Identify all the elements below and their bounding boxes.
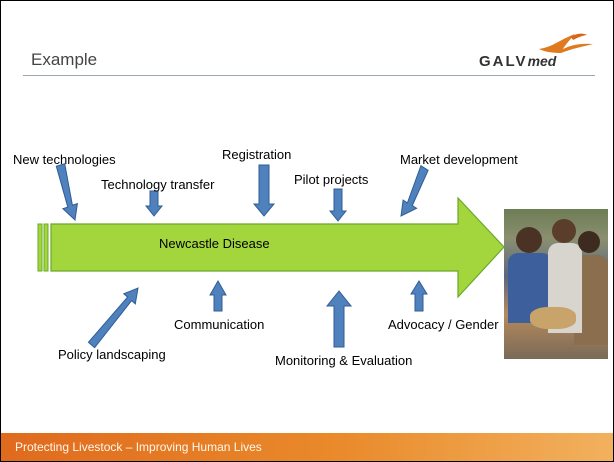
logo-text: GALVmed (479, 53, 556, 70)
arrow-advocacy-gender (410, 280, 428, 312)
bird-logo-icon (539, 33, 593, 53)
label-technology-transfer: Technology transfer (101, 177, 215, 192)
label-advocacy-gender: Advocacy / Gender (388, 317, 499, 332)
label-policy-landscaping: Policy landscaping (58, 347, 166, 362)
arrow-monitoring-evaluation (325, 290, 353, 348)
label-new-technologies: New technologies (13, 152, 116, 167)
arrow-pilot-projects (328, 188, 348, 222)
arrow-new-technologies (55, 163, 79, 222)
label-registration: Registration (222, 147, 292, 162)
arrow-technology-transfer (144, 190, 164, 217)
input-arrows-above (55, 163, 429, 222)
arrow-communication (209, 279, 227, 312)
slide-title: Example (31, 50, 98, 69)
label-pilot-projects: Pilot projects (294, 172, 369, 187)
logo-sub: med (527, 53, 557, 69)
arrow-policy-landscaping (87, 287, 139, 349)
logo-main: GALV (479, 53, 528, 70)
footer-tagline: Protecting Livestock – Improving Human L… (15, 440, 262, 454)
galvmed-logo: GALVmed (475, 31, 605, 77)
center-label-newcastle: Newcastle Disease (159, 236, 270, 251)
input-arrows-below (87, 279, 428, 349)
farmers-photo (504, 209, 608, 359)
main-arrow (37, 196, 505, 299)
label-communication: Communication (174, 317, 265, 332)
arrow-market-development (400, 164, 429, 217)
label-monitoring-evaluation: Monitoring & Evaluation (275, 353, 413, 368)
arrow-registration (252, 164, 276, 217)
label-market-development: Market development (400, 152, 518, 167)
title-divider (23, 75, 595, 76)
footer-bar: Protecting Livestock – Improving Human L… (1, 433, 613, 461)
